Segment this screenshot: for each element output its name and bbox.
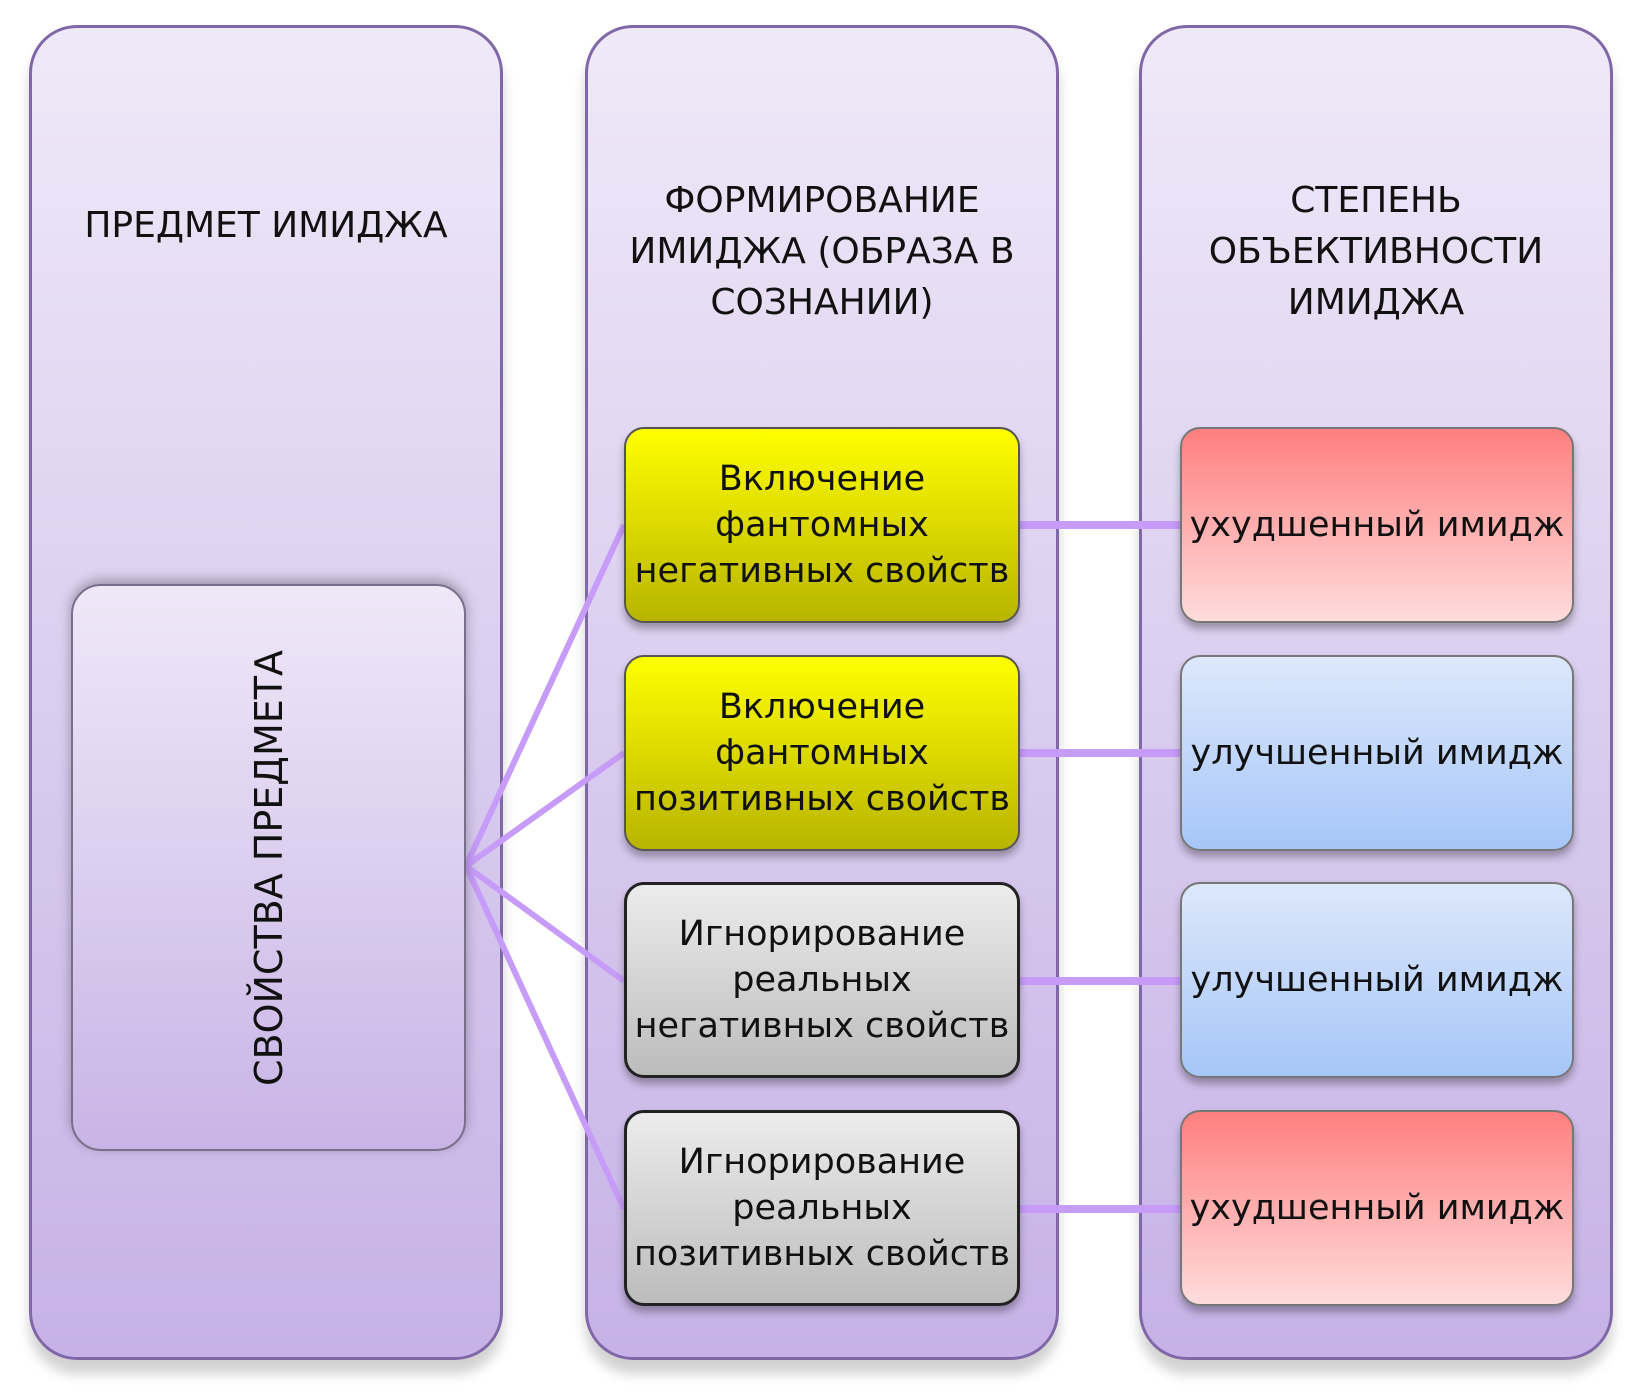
formation-box: Включение фантомных негативных свойств: [624, 427, 1020, 623]
box-line: реальных: [732, 960, 912, 1000]
box-line: фантомных: [715, 505, 929, 545]
result-box: улучшенный имидж: [1180, 655, 1574, 851]
connector-line: [464, 750, 626, 869]
header-line: ИМИДЖА: [1287, 282, 1465, 323]
connector-line: [463, 523, 627, 868]
formation-box: Включение фантомных позитивных свойств: [624, 655, 1020, 851]
box-line: Игнорирование: [678, 914, 966, 954]
column-header: ПРЕДМЕТ ИМИДЖА: [84, 205, 448, 246]
box-line: негативных свойств: [634, 1006, 1010, 1046]
formation-box: Игнорирование реальных негативных свойств: [624, 882, 1020, 1078]
subject-properties-box: СВОЙСТВА ПРЕДМЕТА: [71, 584, 466, 1151]
header-line: ФОРМИРОВАНИЕ: [664, 180, 980, 221]
header-line: ИМИДЖА (ОБРАЗА В: [629, 231, 1015, 272]
box-line: реальных: [732, 1188, 912, 1228]
header-line: ОБЪЕКТИВНОСТИ: [1208, 231, 1544, 272]
box-line: Включение: [718, 459, 926, 499]
box-line: позитивных свойств: [633, 1234, 1011, 1274]
subject-properties-label: СВОЙСТВА ПРЕДМЕТА: [246, 649, 291, 1086]
connector-line: [464, 863, 626, 984]
connector-line: [463, 864, 627, 1211]
box-line: негативных свойств: [634, 551, 1010, 591]
result-box: ухудшенный имидж: [1180, 1110, 1574, 1306]
box-line: фантомных: [715, 733, 929, 773]
result-box: улучшенный имидж: [1180, 882, 1574, 1078]
box-line: Игнорирование: [678, 1142, 966, 1182]
formation-box: Игнорирование реальных позитивных свойств: [624, 1110, 1020, 1306]
column-header: СТЕПЕНЬ ОБЪЕКТИВНОСТИ ИМИДЖА: [1142, 175, 1610, 328]
box-line: Включение: [718, 687, 926, 727]
column-header: ФОРМИРОВАНИЕ ИМИДЖА (ОБРАЗА В СОЗНАНИИ): [588, 175, 1056, 328]
result-box: ухудшенный имидж: [1180, 427, 1574, 623]
box-line: позитивных свойств: [633, 779, 1011, 819]
header-line: СОЗНАНИИ): [710, 282, 934, 323]
header-line: СТЕПЕНЬ: [1290, 180, 1462, 221]
